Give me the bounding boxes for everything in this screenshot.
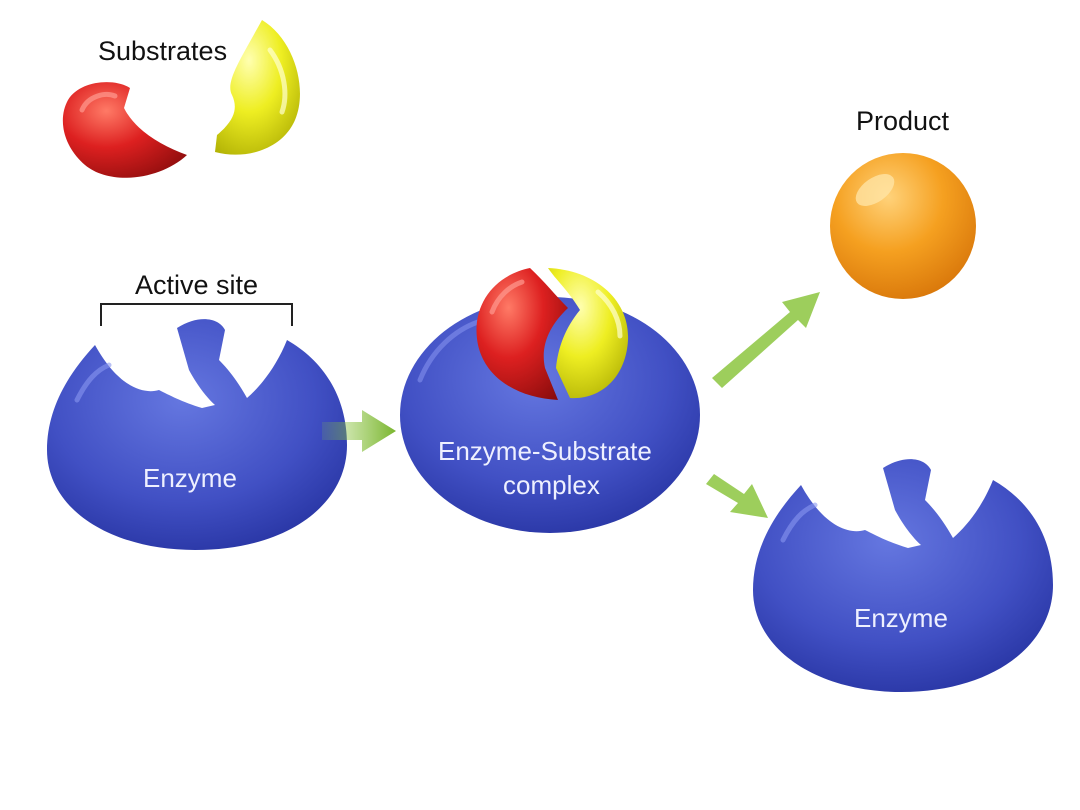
enzyme-right-icon [753,459,1053,692]
enzyme-left-icon [47,319,347,550]
enzyme-right-label: Enzyme [854,603,948,633]
yellow-substrate-icon [215,20,300,155]
complex-yellow-substrate-icon [548,268,629,399]
arrow-to-enzyme-icon [706,474,768,518]
complex-label-line1: Enzyme-Substrate [438,436,652,466]
active-site-label: Active site [135,270,258,300]
active-site-bracket [100,303,293,326]
complex-label-line2: complex [503,470,600,500]
substrates-label: Substrates [98,36,227,66]
complex-red-substrate-icon [476,268,568,400]
arrow-to-product-icon [712,292,820,388]
product-label: Product [856,106,950,136]
arrow-to-complex-icon [322,410,396,452]
enzyme-left-label: Enzyme [143,463,237,493]
red-substrate-icon [62,82,188,178]
product-sphere-icon [830,153,976,299]
